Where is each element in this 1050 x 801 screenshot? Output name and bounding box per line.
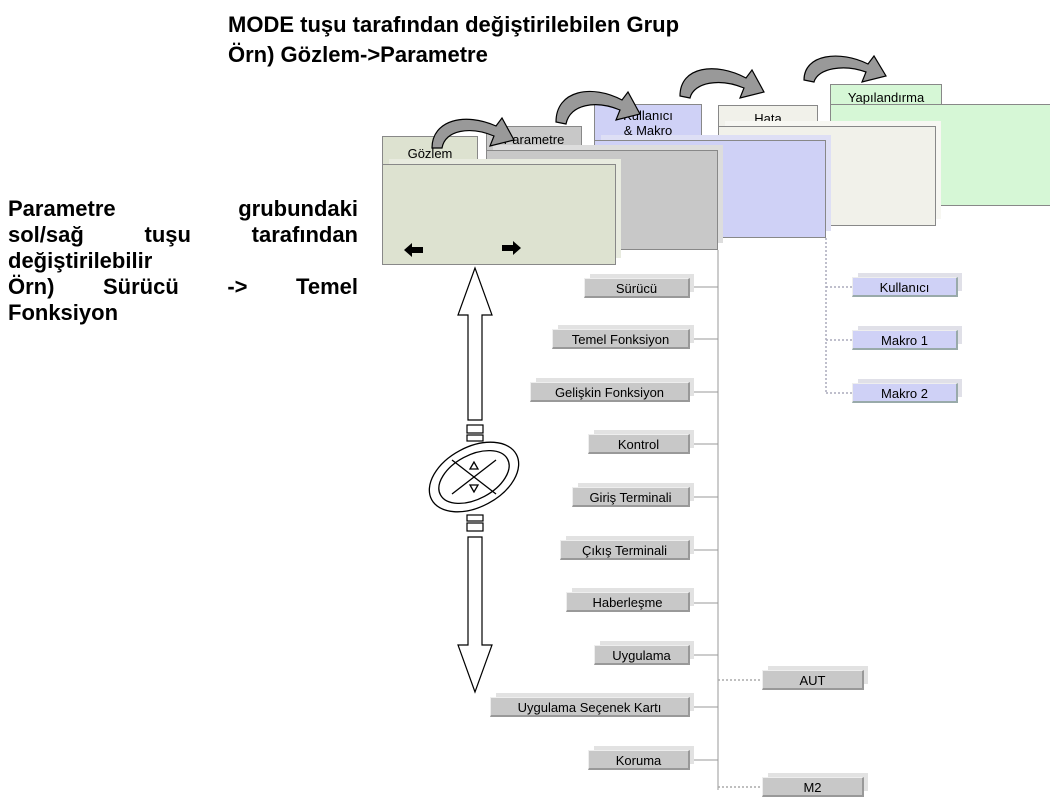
side-word: Temel bbox=[296, 274, 358, 299]
param-item-kontrol[interactable]: Kontrol bbox=[588, 434, 690, 454]
side-word: tuşu bbox=[144, 222, 191, 247]
mode-arrow-icon bbox=[555, 90, 641, 125]
side-word: Örn) bbox=[8, 274, 55, 299]
option-item-aut[interactable]: AUT bbox=[762, 670, 864, 690]
side-explanation: Parametre grubundaki sol/sağ tuşu tarafı… bbox=[8, 196, 358, 326]
param-item-haberlesme[interactable]: Haberleşme bbox=[566, 592, 690, 612]
tab-yapilandirma: Yapılandırma bbox=[830, 84, 942, 106]
macro-item-makro-2[interactable]: Makro 2 bbox=[852, 383, 958, 403]
option-item-m2[interactable]: M2 bbox=[762, 777, 864, 797]
param-item-cikis-terminali[interactable]: Çıkış Terminali bbox=[560, 540, 690, 560]
side-word: tarafından bbox=[251, 222, 358, 247]
mode-arrow-icon bbox=[431, 116, 515, 149]
param-item-koruma[interactable]: Koruma bbox=[588, 750, 690, 770]
title-line-2: Örn) Gözlem->Parametre bbox=[228, 42, 488, 67]
right-arrow-icon bbox=[502, 241, 521, 255]
tab-kullanici-line2: & Makro bbox=[623, 123, 673, 138]
side-word: Parametre bbox=[8, 196, 116, 221]
down-arrow-icon bbox=[457, 536, 493, 694]
macro-item-kullanici[interactable]: Kullanıcı bbox=[852, 277, 958, 297]
macro-item-makro-1[interactable]: Makro 1 bbox=[852, 330, 958, 350]
keypad-dial-icon bbox=[428, 441, 520, 513]
param-item-geliskin-fonksiyon[interactable]: Gelişkin Fonksiyon bbox=[530, 382, 690, 402]
side-word: -> bbox=[227, 274, 248, 299]
param-item-surucu[interactable]: Sürücü bbox=[584, 278, 690, 298]
tab-hata: Hata bbox=[718, 105, 818, 129]
tab-gozlem: Gözlem bbox=[382, 136, 478, 166]
param-item-uygulama-secenek-karti[interactable]: Uygulama Seçenek Kartı bbox=[490, 697, 690, 717]
side-word: Fonksiyon bbox=[8, 300, 119, 325]
up-arrow-icon bbox=[457, 266, 493, 421]
title-line-1: MODE tuşu tarafından değiştirilebilen Gr… bbox=[228, 12, 680, 37]
param-item-temel-fonksiyon[interactable]: Temel Fonksiyon bbox=[552, 329, 690, 349]
mode-arrow-icon bbox=[679, 68, 765, 99]
side-word: grubundaki bbox=[238, 196, 358, 221]
param-item-giris-terminali[interactable]: Giriş Terminali bbox=[572, 487, 690, 507]
side-word: sol/sağ bbox=[8, 222, 84, 247]
mode-arrow-icon bbox=[803, 54, 887, 83]
diagram-title: MODE tuşu tarafından değiştirilebilen Gr… bbox=[228, 10, 788, 70]
side-word: Sürücü bbox=[102, 274, 179, 299]
side-word: değiştirilebilir bbox=[8, 248, 153, 273]
param-item-uygulama[interactable]: Uygulama bbox=[594, 645, 690, 665]
left-arrow-icon bbox=[404, 243, 423, 257]
